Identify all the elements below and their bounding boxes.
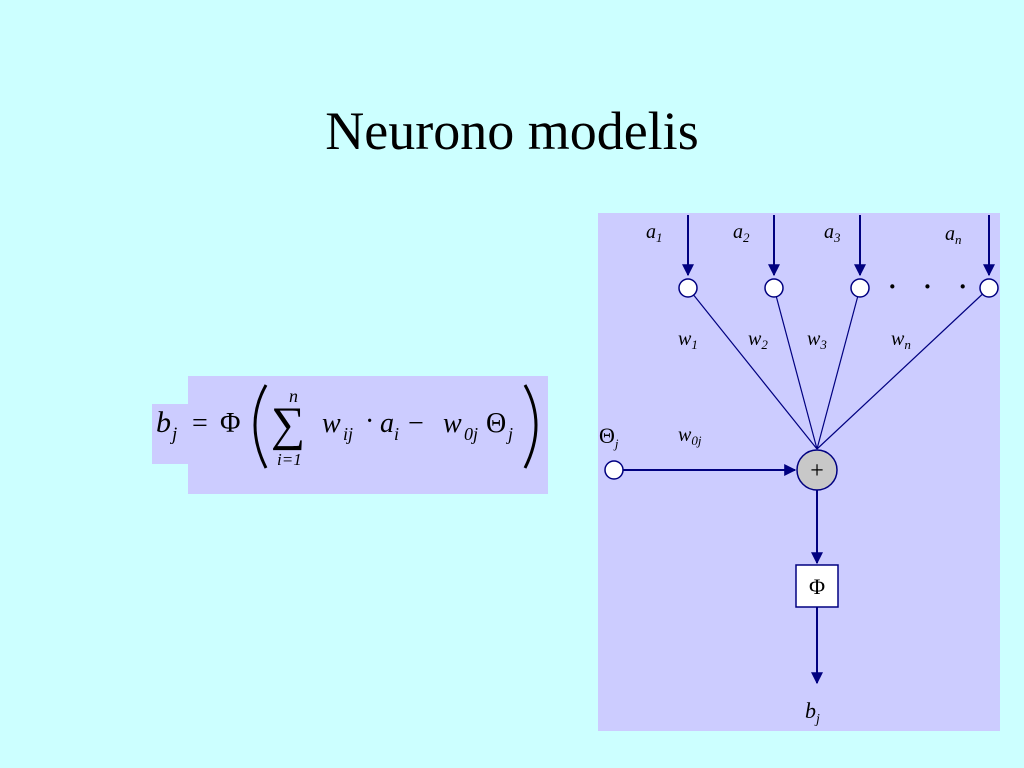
weight-line-n bbox=[816, 287, 990, 450]
weight-label-n: wn bbox=[891, 328, 911, 352]
input-node-2 bbox=[764, 278, 784, 298]
formula-panel bbox=[188, 376, 548, 494]
sum-symbol: + bbox=[810, 458, 824, 484]
bias-weight-label: w0j bbox=[678, 424, 702, 448]
formula-dot: · bbox=[365, 406, 374, 437]
input-label-3: a3 bbox=[824, 221, 841, 245]
formula-w0: w bbox=[443, 408, 462, 439]
formula-theta-sub: j bbox=[506, 424, 513, 444]
formula-sum-upper: n bbox=[289, 386, 298, 406]
input-ellipsis: · · · bbox=[888, 272, 977, 301]
input-node-1 bbox=[678, 278, 698, 298]
formula-sum-lower: i=1 bbox=[277, 450, 302, 469]
formula-lhs: b bbox=[156, 406, 171, 439]
input-label-n: an bbox=[945, 223, 962, 247]
input-node-3 bbox=[850, 278, 870, 298]
input-label-1: a1 bbox=[646, 221, 663, 245]
formula-minus: − bbox=[408, 408, 424, 439]
weight-line-3 bbox=[816, 287, 861, 450]
threshold-node bbox=[604, 460, 624, 480]
formula-a: a bbox=[380, 408, 394, 439]
slide-title: Neurono modelis bbox=[325, 101, 699, 161]
neuron-formula: b j = Φ n ∑ i=1 w ij · a i − w 0j Θ j bbox=[156, 380, 556, 490]
formula-left-paren bbox=[253, 384, 268, 469]
formula-lhs-sub: j bbox=[169, 424, 177, 445]
formula-right-paren bbox=[523, 384, 538, 469]
weight-line-1 bbox=[687, 287, 818, 450]
activation-symbol: Φ bbox=[809, 574, 825, 599]
weight-label-2: w2 bbox=[748, 328, 768, 352]
formula-w-sub: ij bbox=[343, 424, 353, 444]
neuron-diagram: a1 a2 a3 an · · · w1 w2 w3 wn Θj w0j + Φ… bbox=[599, 215, 999, 727]
formula-w: w bbox=[322, 408, 341, 439]
weight-label-1: w1 bbox=[678, 328, 698, 352]
formula-theta: Θ bbox=[486, 408, 506, 439]
formula-phi: Φ bbox=[220, 408, 240, 439]
threshold-label: Θj bbox=[599, 423, 619, 451]
input-node-n bbox=[979, 278, 999, 298]
formula-panel-tab bbox=[152, 404, 192, 464]
formula-w0-sub: 0j bbox=[464, 424, 478, 444]
weight-line-2 bbox=[773, 287, 818, 450]
formula-equals: = bbox=[192, 408, 208, 439]
weight-label-3: w3 bbox=[807, 328, 827, 352]
output-label: bj bbox=[805, 698, 820, 727]
input-label-2: a2 bbox=[733, 221, 750, 245]
formula-a-sub: i bbox=[394, 424, 399, 444]
formula-sigma: ∑ bbox=[271, 398, 305, 451]
